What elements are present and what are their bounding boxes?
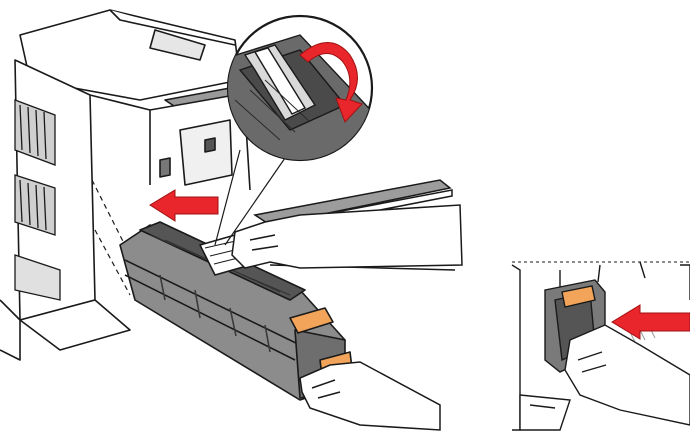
fuser-mechanism bbox=[14, 99, 61, 301]
insert-arrow-main bbox=[149, 189, 219, 222]
inset-view bbox=[511, 261, 690, 431]
insertion-guide-lines bbox=[91, 179, 141, 296]
insert-arrow-inset bbox=[611, 304, 690, 340]
callout-pointer bbox=[214, 149, 286, 246]
hand-lower bbox=[299, 361, 441, 431]
drum-cartridge bbox=[119, 221, 353, 401]
printer-body bbox=[0, 9, 251, 361]
rotate-arrow bbox=[299, 42, 363, 123]
hand-upper bbox=[231, 204, 463, 269]
zoom-callout bbox=[226, 14, 374, 162]
